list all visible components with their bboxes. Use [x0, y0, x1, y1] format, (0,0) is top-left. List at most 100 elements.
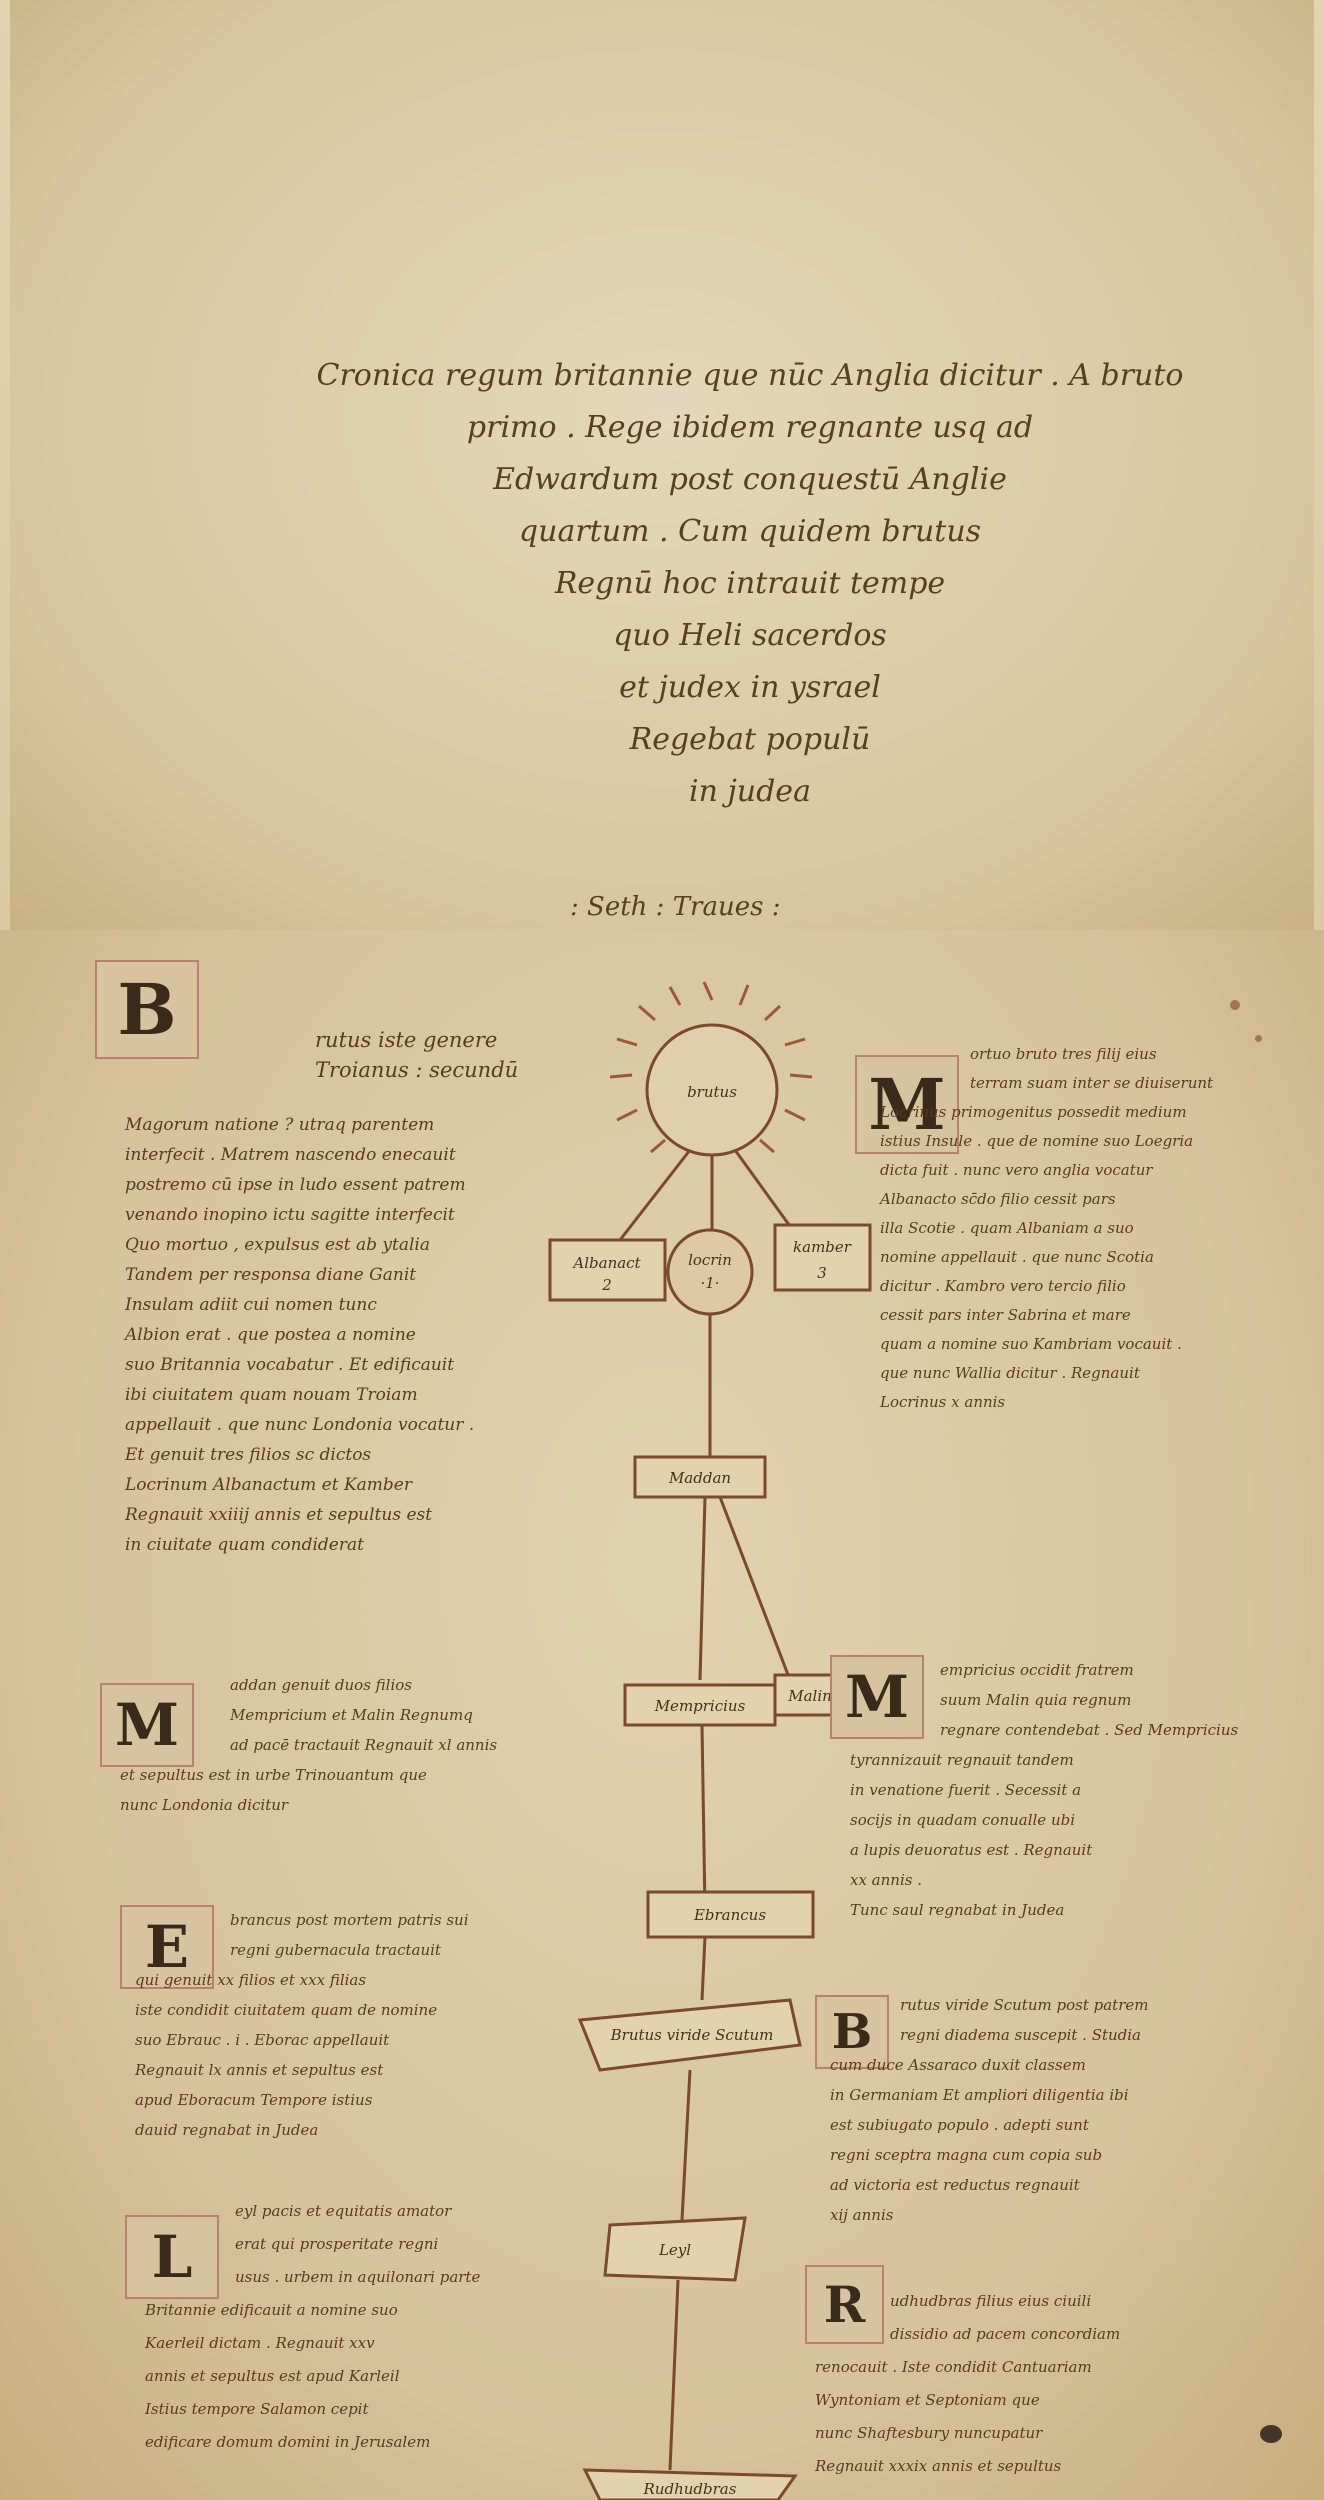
text-line: Tandem per responsa diane Ganit [125, 1265, 417, 1285]
text-line: Locrinum Albanactum et Kamber [125, 1475, 412, 1495]
text-line: usus . urbem in aquilonari parte [235, 2268, 481, 2286]
initial-e-ebrancus: E [120, 1905, 214, 1989]
title-line: Cronica regum britannie que nūc Anglia d… [316, 358, 1184, 393]
text-line: Quo mortuo , expulsus est ab ytalia [125, 1235, 430, 1255]
title-line: Regebat populū [629, 722, 871, 757]
text-line: edificare domum domini in Jerusalem [145, 2433, 431, 2451]
maddan-paragraph: addan genuit duos filios Mempricium et M… [120, 1670, 600, 1820]
leyl-paragraph: eyl pacis et equitatis amator erat qui p… [145, 2195, 605, 2459]
top-membrane [10, 0, 1314, 932]
title-line: Edwardum post conquestū Anglie [493, 462, 1007, 497]
text-line: regni sceptra magna cum copia sub [830, 2146, 1103, 2164]
text-line: venando inopino ictu sagitte interfecit [125, 1205, 455, 1225]
text-line: et sepultus est in urbe Trinouantum que [120, 1766, 427, 1784]
initial-m-mortuo: M [855, 1055, 959, 1154]
text-line: dicta fuit . nunc vero anglia vocatur [880, 1161, 1153, 1179]
initial-b-brutus: B [95, 960, 199, 1059]
text-line: istius Insule . que de nomine suo Loegri… [880, 1132, 1194, 1150]
text-line: suo Britannia vocabatur . Et edificauit [125, 1355, 455, 1375]
text-line: dissidio ad pacem concordiam [890, 2325, 1121, 2343]
text-line: ad victoria est reductus regnauit [830, 2176, 1080, 2194]
text-line: Albanacto sc̄do filio cessit pars [880, 1190, 1116, 1208]
chronicle-title: Cronica regum britannie que nūc Anglia d… [300, 350, 1200, 818]
initial-b-viride: B [815, 1995, 889, 2069]
title-line: Regnū hoc intrauit tempe [554, 566, 946, 601]
text-line: tyrannizauit regnauit tandem [850, 1751, 1074, 1769]
mempricius-paragraph: empricius occidit fratrem suum Malin qui… [850, 1655, 1310, 1925]
text-line: nomine appellauit . que nunc Scotia [880, 1248, 1154, 1266]
text-line: in ciuitate quam condiderat [125, 1535, 364, 1555]
text-line: udhudbras filius eius ciuili [890, 2292, 1092, 2310]
text-line: cum duce Assaraco duxit classem [830, 2056, 1086, 2074]
text-line: Tunc saul regnabat in Judea [850, 1901, 1065, 1919]
brutus-viride-paragraph: rutus viride Scutum post patrem regni di… [830, 1990, 1310, 2230]
text-line: suum Malin quia regnum [940, 1691, 1132, 1709]
text-line: socijs in quadam conualle ubi [850, 1811, 1076, 1829]
text-line: suo Ebrauc . i . Eborac appellauit [135, 2031, 390, 2049]
ebrancus-paragraph: brancus post mortem patris sui regni gub… [135, 1905, 605, 2145]
mortuo-bruto-paragraph: ortuo bruto tres filij eius terram suam … [880, 1040, 1310, 1417]
text-line: empricius occidit fratrem [940, 1661, 1134, 1679]
text-line: Magorum natione ? utraq parentem [125, 1115, 435, 1135]
text-line: apud Eboracum Tempore istius [135, 2091, 373, 2109]
text-line: xx annis . [850, 1871, 922, 1889]
title-line: quartum . Cum quidem brutus [518, 514, 982, 549]
text-line: in venatione fuerit . Secessit a [850, 1781, 1082, 1799]
text-line: Istius tempore Salamon cepit [145, 2400, 369, 2418]
text-line: regnare contendebat . Sed Mempricius [940, 1721, 1239, 1739]
initial-m-mempricius: M [830, 1655, 924, 1739]
text-line: ortuo bruto tres filij eius [970, 1045, 1157, 1063]
text-line: Troianus : secundū [315, 1058, 519, 1082]
text-line: xij annis [830, 2206, 894, 2224]
text-line: quam a nomine suo Kambriam vocauit . [880, 1335, 1182, 1353]
text-line: terram suam inter se diuiserunt [970, 1074, 1214, 1092]
ink-stain [1255, 1035, 1262, 1042]
text-line: ad pacē tractauit Regnauit xl annis [230, 1736, 498, 1754]
seth-traues-line: : Seth : Traues : [570, 892, 781, 922]
text-line: eyl pacis et equitatis amator [235, 2202, 452, 2220]
text-line: dauid regnabat in Judea [135, 2121, 319, 2139]
text-line: Kaerleil dictam . Regnauit xxv [145, 2334, 375, 2352]
text-line: renocauit . Iste condidit Cantuariam [815, 2358, 1092, 2376]
text-line: in Germaniam Et ampliori diligentia ibi [830, 2086, 1129, 2104]
brutus-paragraph: Magorum natione ? utraq parentem interfe… [125, 1110, 595, 1560]
text-line: brancus post mortem patris sui [230, 1911, 469, 1929]
text-line: Insulam adiit cui nomen tunc [125, 1295, 377, 1315]
text-line: ibi ciuitatem quam nouam Troiam [125, 1385, 418, 1405]
text-line: addan genuit duos filios [230, 1676, 412, 1694]
text-line: iste condidit ciuitatem quam de nomine [135, 2001, 438, 2019]
title-line: in judea [689, 774, 811, 809]
text-line: dicitur . Kambro vero tercio filio [880, 1277, 1126, 1295]
text-line: regni diadema suscepit . Studia [900, 2026, 1142, 2044]
text-line: Regnauit xxiiij annis et sepultus est [125, 1505, 433, 1525]
initial-r-rudhudbras: R [805, 2265, 884, 2344]
title-line: et judex in ysrael [619, 670, 881, 705]
text-line: Wyntoniam et Septoniam que [815, 2391, 1040, 2409]
text-line: Et genuit tres filios sc dictos [125, 1445, 372, 1465]
text-line: postremo cū ipse in ludo essent patrem [125, 1175, 466, 1195]
ink-stain [1230, 1000, 1240, 1010]
text-line: appellauit . que nunc Londonia vocatur . [125, 1415, 475, 1435]
text-line: Locrinus x annis [880, 1393, 1006, 1411]
text-line: cessit pars inter Sabrina et mare [880, 1306, 1131, 1324]
title-line: primo . Rege ibidem regnante usq ad [466, 410, 1034, 445]
rudhudbras-paragraph: udhudbras filius eius ciuili dissidio ad… [815, 2285, 1275, 2483]
text-line: a lupis deuoratus est . Regnauit [850, 1841, 1093, 1859]
text-line: illa Scotie . quam Albaniam a suo [880, 1219, 1134, 1237]
text-line: regni gubernacula tractauit [230, 1941, 441, 1959]
text-line: interfecit . Matrem nascendo enecauit [125, 1145, 456, 1165]
initial-l-leyl: L [125, 2215, 219, 2299]
text-line: qui genuit xx filios et xxx filias [135, 1971, 367, 1989]
brutus-heading: rutus iste genere Troianus : secundū [315, 1025, 518, 1085]
text-line: est subiugato populo . adepti sunt [830, 2116, 1089, 2134]
text-line: Britannie edificauit a nomine suo [145, 2301, 398, 2319]
ink-stain [1260, 2425, 1282, 2443]
text-line: Mempricium et Malin Regnumq [230, 1706, 473, 1724]
text-line: nunc Shaftesbury nuncupatur [815, 2424, 1043, 2442]
initial-m-maddan: M [100, 1683, 194, 1767]
text-line: erat qui prosperitate regni [235, 2235, 439, 2253]
text-line: Albion erat . que postea a nomine [125, 1325, 416, 1345]
title-line: quo Heli sacerdos [613, 618, 887, 653]
text-line: Regnauit lx annis et sepultus est [135, 2061, 384, 2079]
text-line: Regnauit xxxix annis et sepultus [815, 2457, 1062, 2475]
